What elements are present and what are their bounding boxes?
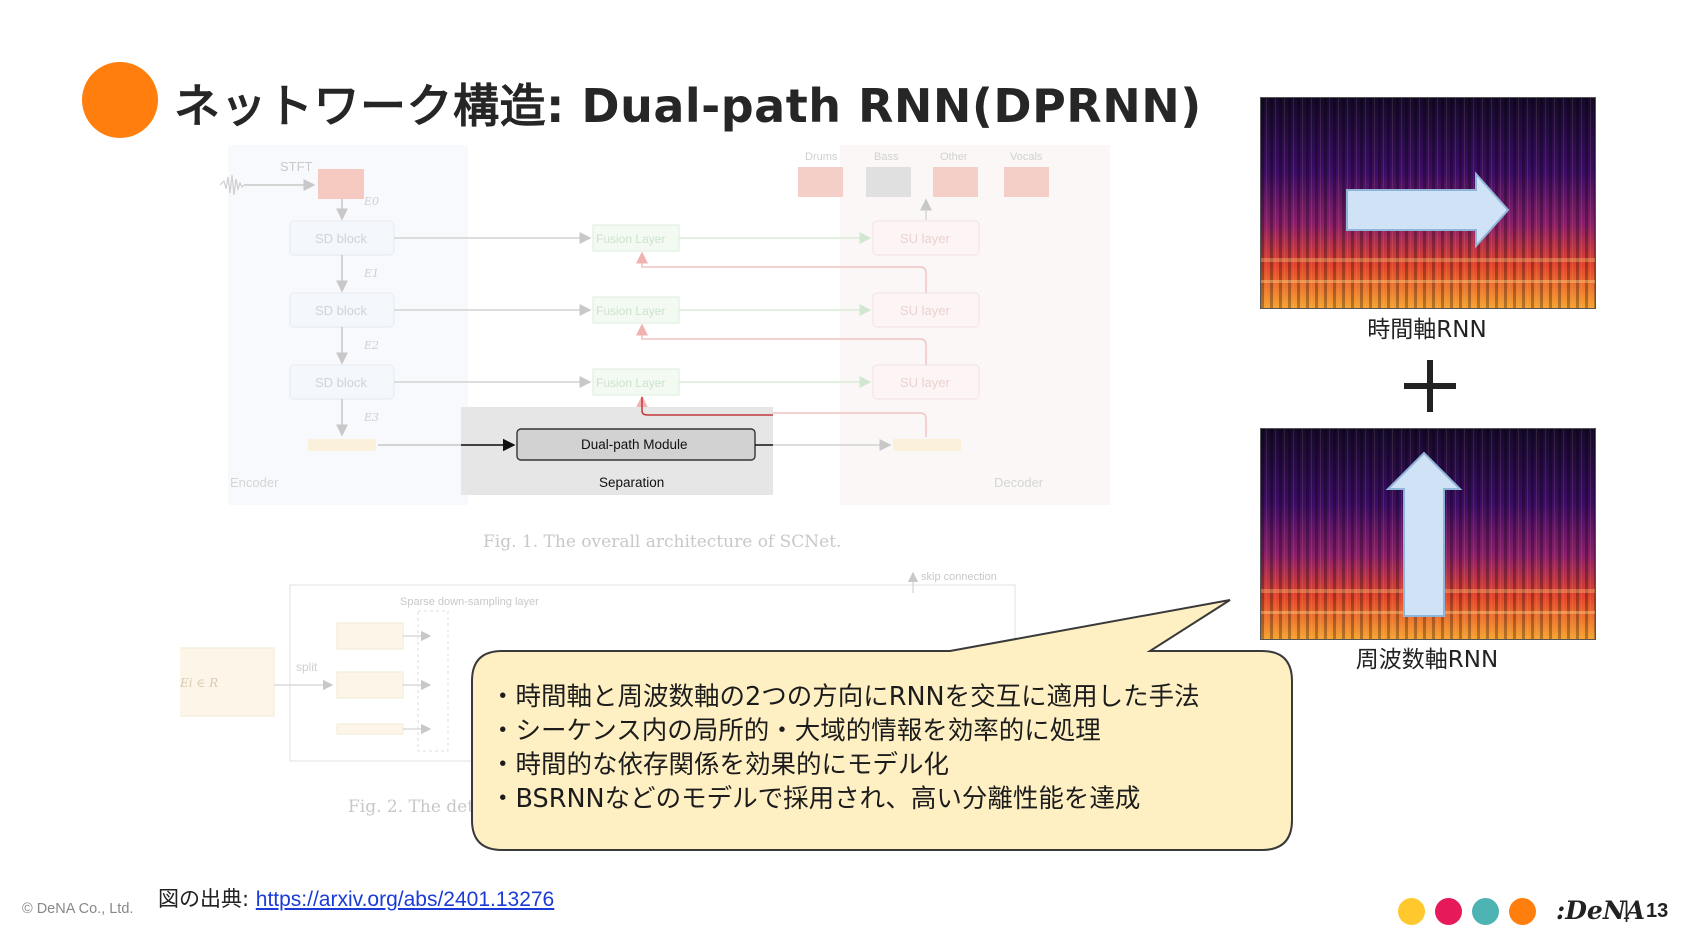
source-label-other: Other: [940, 151, 968, 163]
embedding-label-3: E3: [363, 411, 379, 424]
source-spec-drums: [798, 167, 843, 197]
fusion-layer-label-1: Fusion Layer: [596, 232, 665, 246]
frequency-axis-rnn-label: 周波数軸RNN: [1355, 647, 1499, 673]
separation-label: Separation: [599, 475, 664, 490]
sd-block-label-1: SD block: [315, 231, 368, 246]
split-band-2: [336, 671, 404, 699]
source-link[interactable]: https://arxiv.org/abs/2401.13276: [255, 888, 555, 911]
right-arrow-icon: [1346, 171, 1510, 249]
split-band-3: [336, 723, 404, 735]
stft-label: STFT: [280, 159, 313, 174]
split-band-1: [336, 622, 404, 650]
fig1-caption: Fig. 1. The overall architecture of SCNe…: [483, 532, 841, 552]
su-layer-label-3: SU layer: [900, 375, 951, 390]
slide-title: ネットワーク構造: Dual-path RNN(DPRNN): [174, 79, 1202, 133]
fusion-layer-label-3: Fusion Layer: [596, 376, 665, 390]
plus-icon: [1404, 360, 1456, 412]
spectrogram-time-axis-image: [1261, 98, 1595, 308]
input-tensor-box: [180, 647, 275, 717]
footer-dot-orange: [1509, 898, 1536, 925]
spectrogram-frequency-axis-image: [1261, 429, 1595, 639]
waveform-icon: [219, 174, 245, 196]
source-label: 図の出典: [158, 887, 242, 911]
bullet-item-4: ・BSRNNなどのモデルで採用され、高い分離性能を達成: [490, 784, 1141, 814]
dena-logo: :DeNA: [1556, 896, 1646, 925]
input-spectrogram: [318, 169, 364, 199]
decoder-input: [893, 439, 961, 451]
source-spec-other: [933, 167, 978, 197]
footer-dot-yellow: [1398, 898, 1425, 925]
sparse-layer-label: Sparse down-sampling layer: [400, 596, 539, 608]
time-axis-rnn-label: 時間軸RNN: [1367, 317, 1487, 343]
source-label-drums: Drums: [805, 151, 838, 163]
fusion-layer-1: [592, 224, 680, 252]
bullet-item-1: ・時間軸と周波数軸の2つの方向にRNNを交互に適用した手法: [490, 682, 1200, 712]
figure-source: 図の出典: https://arxiv.org/abs/2401.13276: [158, 883, 554, 913]
su-layer-1: [872, 220, 980, 256]
embedding-label-2: E2: [363, 339, 379, 352]
input-tensor-label: Ei ∈ R: [180, 676, 218, 690]
page-separator: |: [1623, 898, 1631, 922]
source-separator: :: [242, 887, 256, 911]
split-label: split: [296, 660, 318, 674]
su-layer-label-2: SU layer: [900, 303, 951, 318]
footer-dot-teal: [1472, 898, 1499, 925]
source-spec-vocals: [1004, 167, 1049, 197]
sd-block-label-2: SD block: [315, 303, 368, 318]
source-label-bass: Bass: [874, 151, 899, 163]
bullet-item-2: ・シーケンス内の局所的・大域的情報を効率的に処理: [490, 716, 1101, 746]
spectrogram-time-axis: [1260, 97, 1596, 309]
skip-connection-label: skip connection: [921, 571, 997, 583]
fusion-layer-label-2: Fusion Layer: [596, 304, 665, 318]
source-spec-bass: [866, 167, 911, 197]
up-arrow-icon: [1385, 451, 1463, 617]
decoder-label: Decoder: [994, 475, 1044, 490]
callout-bullet-list: ・時間軸と周波数軸の2つの方向にRNNを交互に適用した手法 ・シーケンス内の局所…: [490, 680, 1280, 816]
su-layer-label-1: SU layer: [900, 231, 951, 246]
page-number: 13: [1646, 900, 1669, 922]
copyright-text: © DeNA Co., Ltd.: [22, 901, 134, 917]
encoder-output: [308, 439, 376, 451]
embedding-label-1: E1: [363, 267, 379, 280]
fusion-layer-3: [592, 368, 680, 396]
embedding-label-0: E0: [363, 195, 379, 208]
footer-dot-pink: [1435, 898, 1462, 925]
encoder-label: Encoder: [230, 475, 279, 490]
dual-path-module-label: Dual-path Module: [581, 437, 688, 452]
architecture-figure: STFT Drums Bass Other Vocals E0 SD block…: [180, 145, 1110, 817]
sd-block-label-3: SD block: [315, 375, 368, 390]
bullet-item-3: ・時間的な依存関係を効果的にモデル化: [490, 750, 950, 780]
source-outputs: Drums Bass Other Vocals: [798, 151, 1049, 220]
source-label-vocals: Vocals: [1010, 151, 1043, 163]
callout-bubble: [471, 599, 1293, 851]
title-bullet-dot: [82, 62, 158, 138]
spectrogram-frequency-axis: [1260, 428, 1596, 640]
